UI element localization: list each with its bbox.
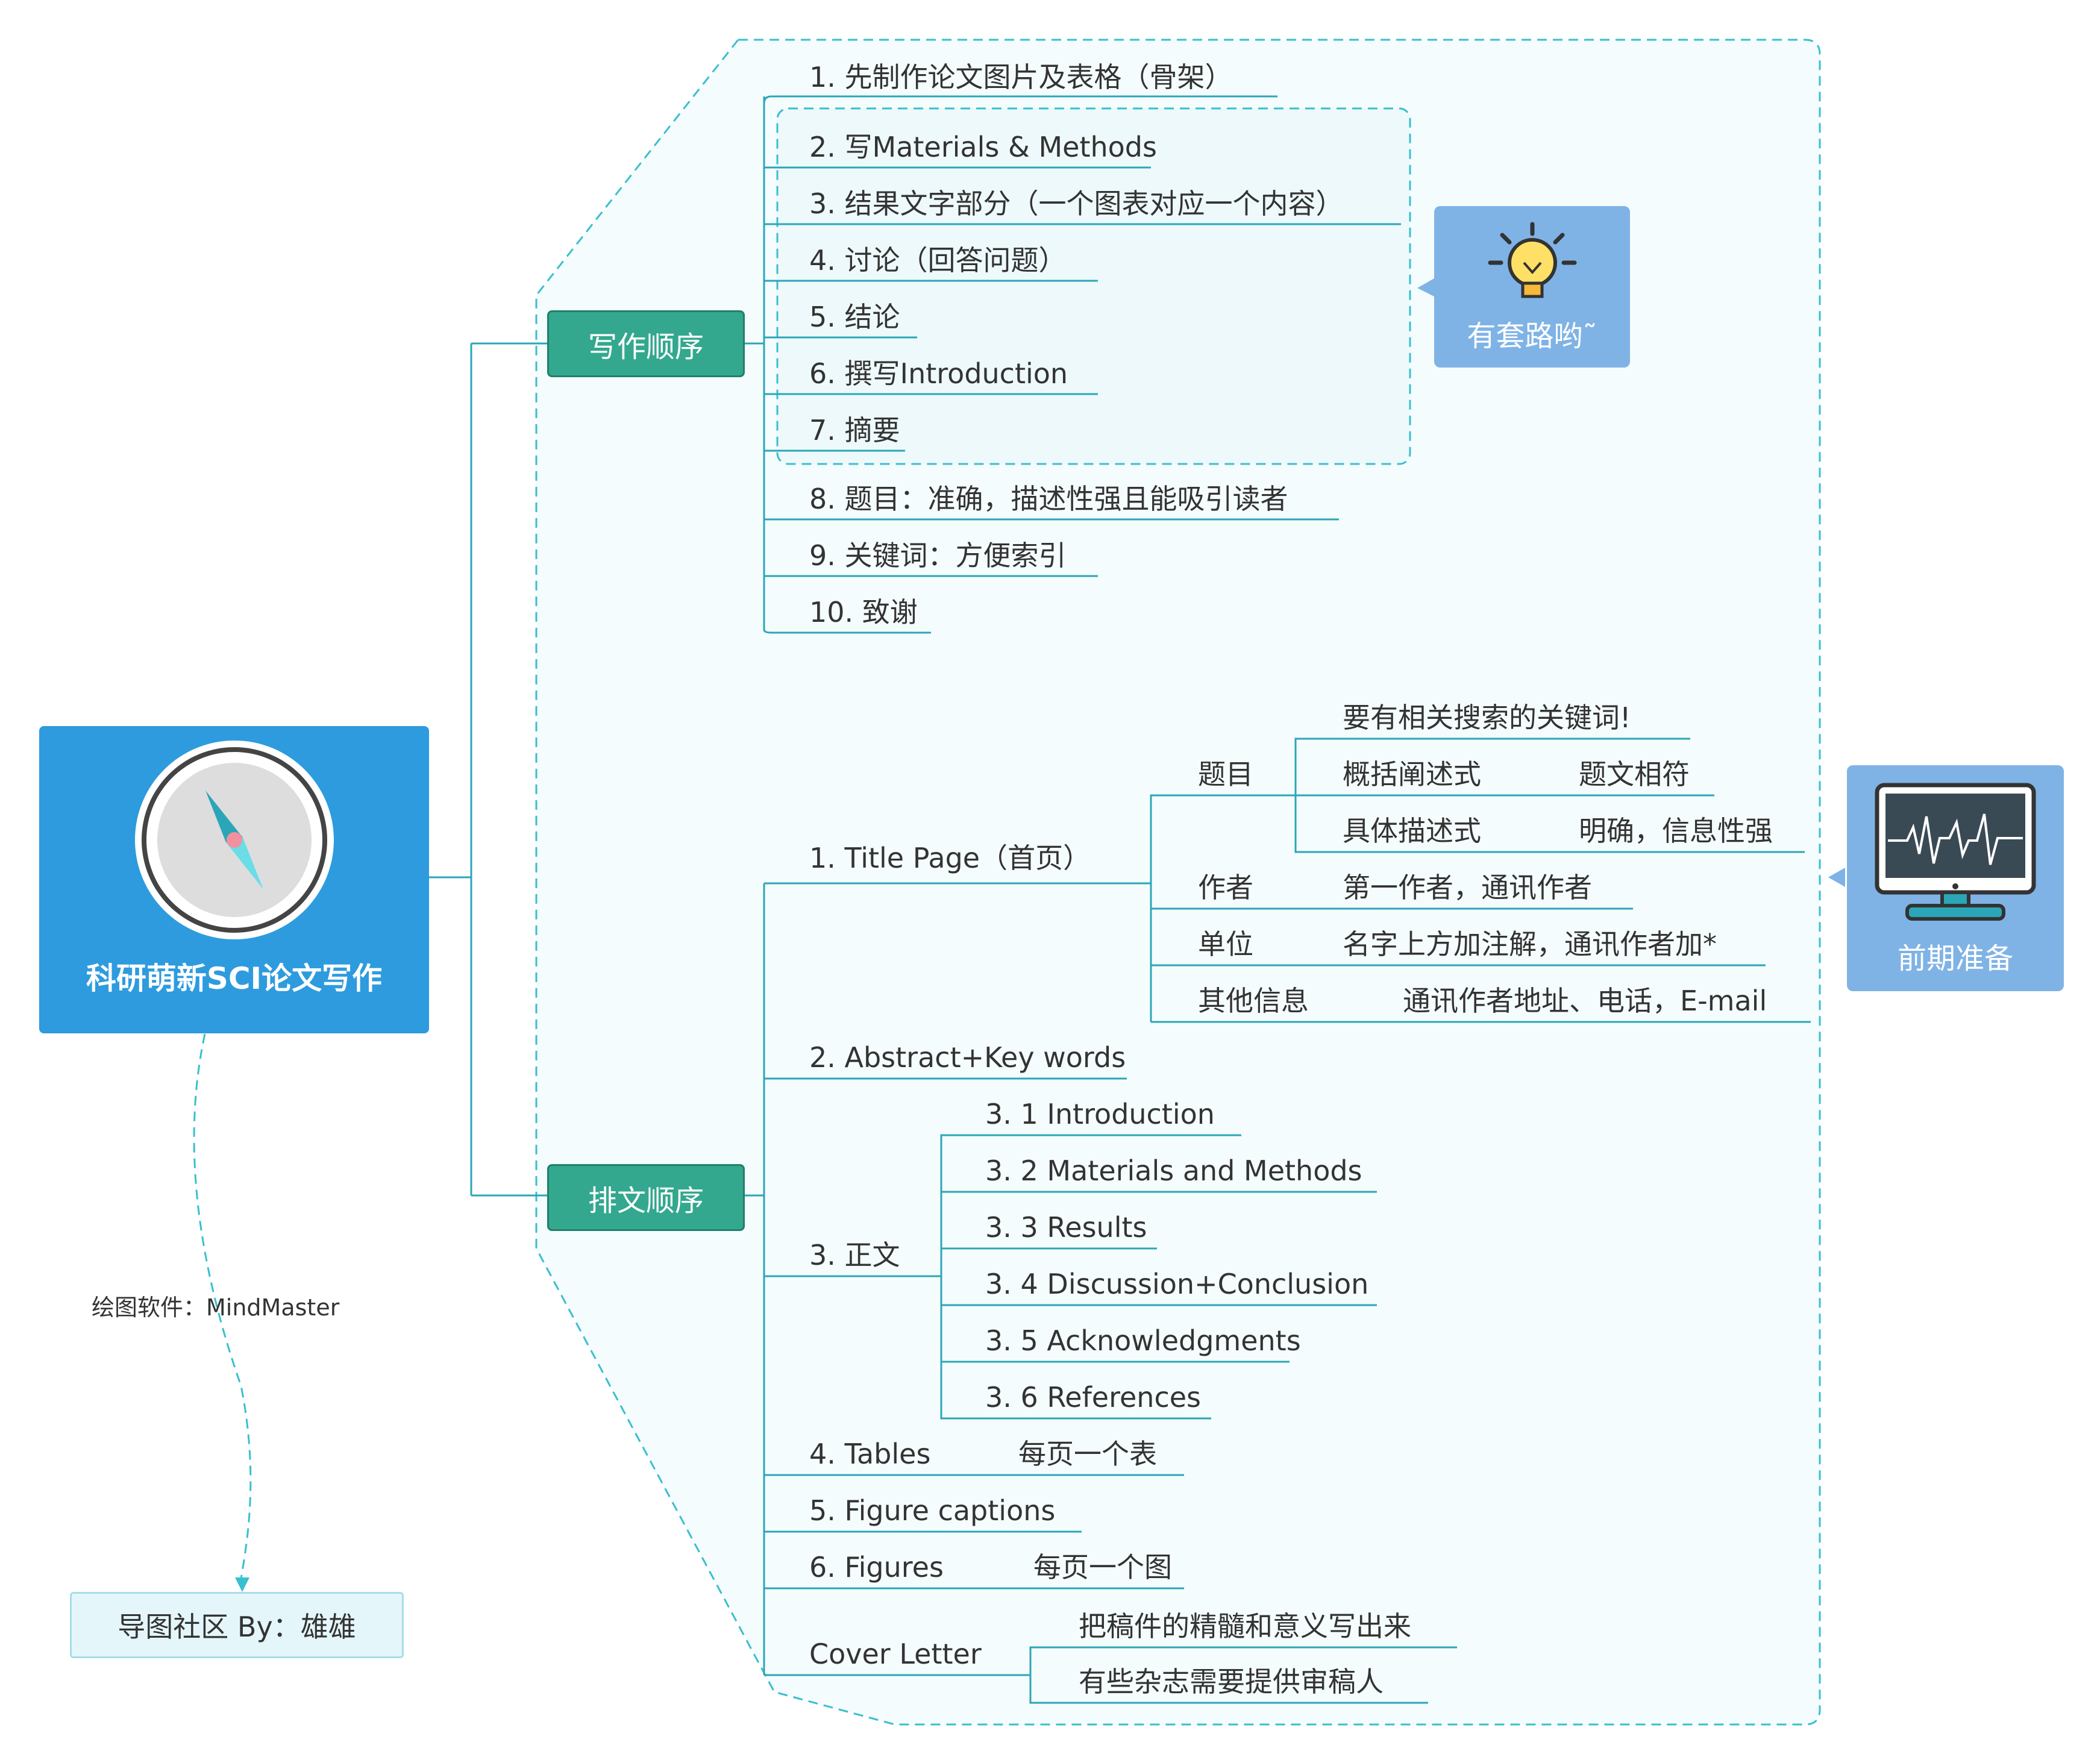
main-text-item-4[interactable]: 3. 4 Discussion+Conclusion — [985, 1268, 1369, 1300]
writing-item-7[interactable]: 7. 摘要 — [809, 414, 900, 446]
software-note: 绘图软件：MindMaster — [92, 1294, 340, 1321]
root-title: 科研萌新SCI论文写作 — [86, 961, 383, 996]
monitor-heartbeat-icon — [1875, 783, 2036, 921]
tables-node[interactable]: 4. Tables — [809, 1438, 931, 1470]
topic-type-general[interactable]: 概括阐述式 — [1343, 758, 1481, 791]
topic-type-general-note[interactable]: 题文相符 — [1579, 758, 1690, 791]
main-text-item-1[interactable]: 3. 1 Introduction — [985, 1098, 1215, 1130]
writing-item-5[interactable]: 5. 结论 — [809, 301, 900, 333]
writing-item-9[interactable]: 9. 关键词：方便索引 — [809, 539, 1067, 572]
affiliation-node[interactable]: 单位 — [1198, 928, 1253, 960]
writing-item-6[interactable]: 6. 撰写Introduction — [809, 357, 1068, 390]
main-text-item-3[interactable]: 3. 3 Results — [985, 1211, 1147, 1244]
main-text-item-2[interactable]: 3. 2 Materials and Methods — [985, 1154, 1362, 1187]
title-page-node[interactable]: 1. Title Page（首页） — [809, 842, 1091, 874]
credit-label: 导图社区 By：雄雄 — [118, 1611, 356, 1643]
figures-note[interactable]: 每页一个图 — [1033, 1551, 1172, 1583]
main-text-node[interactable]: 3. 正文 — [809, 1239, 900, 1271]
writing-item-1[interactable]: 1. 先制作论文图片及表格（骨架） — [809, 61, 1233, 93]
writing-item-4[interactable]: 4. 讨论（回答问题） — [809, 244, 1067, 277]
branch-writing-order[interactable]: 写作顺序 — [547, 310, 745, 377]
branch-layout-order[interactable]: 排文顺序 — [547, 1164, 745, 1231]
writing-item-8[interactable]: 8. 题目：准确，描述性强且能吸引读者 — [809, 483, 1288, 515]
callout-tips[interactable]: 有套路哟˜ — [1434, 206, 1630, 368]
author-note[interactable]: 第一作者，通讯作者 — [1343, 871, 1592, 904]
author-node[interactable]: 作者 — [1198, 871, 1253, 904]
topic-type-specific[interactable]: 具体描述式 — [1343, 815, 1481, 847]
figures-node[interactable]: 6. Figures — [809, 1551, 944, 1583]
topic-node[interactable]: 题目 — [1198, 758, 1253, 791]
main-text-item-6[interactable]: 3. 6 References — [985, 1381, 1202, 1414]
writing-item-10[interactable]: 10. 致谢 — [809, 596, 918, 628]
topic-type-specific-note[interactable]: 明确，信息性强 — [1579, 815, 1773, 847]
other-info-note[interactable]: 通讯作者地址、电话，E-mail — [1403, 985, 1767, 1017]
credit-box[interactable]: 导图社区 By：雄雄 — [70, 1592, 404, 1658]
cover-letter-item-1[interactable]: 把稿件的精髓和意义写出来 — [1079, 1610, 1411, 1643]
affiliation-note[interactable]: 名字上方加注解，通讯作者加* — [1343, 928, 1717, 960]
compass-icon — [134, 741, 334, 939]
writing-item-2[interactable]: 2. 写Materials & Methods — [809, 131, 1157, 163]
figure-captions-node[interactable]: 5. Figure captions — [809, 1494, 1056, 1527]
other-info-node[interactable]: 其他信息 — [1198, 985, 1309, 1017]
writing-item-3[interactable]: 3. 结果文字部分（一个图表对应一个内容） — [809, 187, 1344, 220]
callout-preparation-label: 前期准备 — [1897, 941, 2013, 976]
abstract-node[interactable]: 2. Abstract+Key words — [809, 1041, 1126, 1074]
tables-note[interactable]: 每页一个表 — [1018, 1438, 1157, 1470]
cover-letter-node[interactable]: Cover Letter — [809, 1638, 982, 1670]
main-text-item-5[interactable]: 3. 5 Acknowledgments — [985, 1324, 1301, 1357]
callout-tips-label: 有套路哟˜ — [1467, 319, 1597, 353]
root-topic[interactable]: 科研萌新SCI论文写作 — [39, 726, 429, 1033]
cover-letter-item-2[interactable]: 有些杂志需要提供审稿人 — [1079, 1665, 1384, 1698]
lightbulb-icon — [1488, 222, 1576, 298]
callout-preparation[interactable]: 前期准备 — [1847, 765, 2064, 991]
topic-keyword-note[interactable]: 要有相关搜索的关键词! — [1343, 701, 1631, 734]
